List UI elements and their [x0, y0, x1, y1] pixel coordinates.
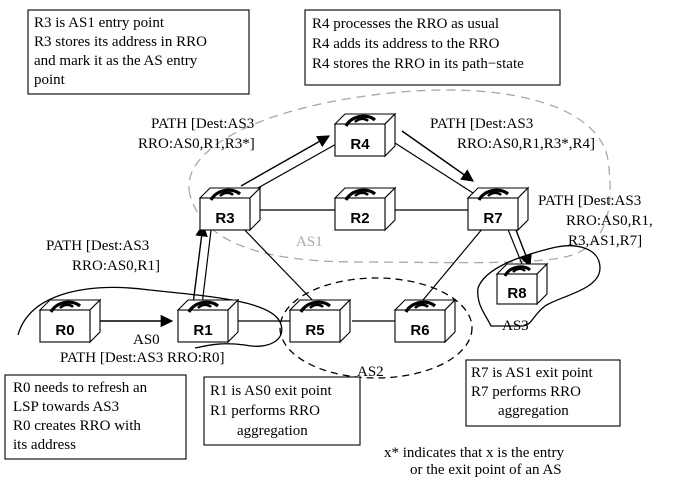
- router-label-r0: R0: [55, 322, 74, 339]
- svg-text:R1 is AS0 exit point: R1 is AS0 exit point: [210, 383, 333, 399]
- router-symbol-icon: [299, 300, 332, 313]
- as1-label: AS1: [296, 234, 323, 250]
- path-label-r1-to-r3: PATH [Dest:AS3 RRO:AS0,R1]: [46, 238, 160, 274]
- svg-text:and mark it as the AS entry: and mark it as the AS entry: [34, 53, 198, 69]
- path-label-r4-to-r7: PATH [Dest:AS3 RRO:AS0,R1,R3*,R4]: [430, 116, 595, 152]
- router-label-r1: R1: [193, 322, 212, 339]
- as3-boundary: [477, 245, 601, 327]
- note-r0-refresh: R0 needs to refresh an LSP towards AS3 R…: [4, 374, 187, 460]
- svg-text:x* indicates that x is the ent: x* indicates that x is the entry: [384, 445, 564, 461]
- router-symbol-icon: [344, 188, 377, 201]
- router-label-r8: R8: [507, 285, 526, 302]
- router-r4[interactable]: R4: [333, 112, 397, 158]
- svg-text:PATH [Dest:AS3: PATH [Dest:AS3: [151, 116, 254, 132]
- router-symbol-icon: [344, 114, 377, 127]
- svg-text:point: point: [34, 72, 66, 88]
- path-label-r7-to-r8: PATH [Dest:AS3 RRO:AS0,R1, R3,AS1,R7]: [538, 193, 653, 249]
- svg-text:PATH [Dest:AS3: PATH [Dest:AS3: [538, 193, 641, 209]
- router-label-r6: R6: [410, 322, 429, 339]
- router-r6[interactable]: R6: [393, 298, 457, 344]
- svg-text:RRO:AS0,R1,R3*,R4]: RRO:AS0,R1,R3*,R4]: [457, 136, 595, 152]
- router-label-r3: R3: [215, 210, 234, 227]
- path-label-r3-to-r4: PATH [Dest:AS3 RRO:AS0,R1,R3*]: [138, 116, 255, 152]
- footnote: x* indicates that x is the entry or the …: [384, 445, 564, 478]
- router-r5[interactable]: R5: [288, 298, 352, 344]
- svg-text:R1 performs RRO: R1 performs RRO: [210, 403, 320, 419]
- router-r7[interactable]: R7: [466, 186, 530, 232]
- links: [201, 142, 523, 322]
- as2-boundary: [279, 277, 473, 379]
- svg-text:RRO:AS0,R1,R3*]: RRO:AS0,R1,R3*]: [138, 136, 255, 152]
- svg-text:its address: its address: [13, 437, 76, 453]
- as2-label: AS2: [357, 364, 384, 380]
- router-label-r7: R7: [483, 210, 502, 227]
- router-symbol-icon: [49, 300, 82, 313]
- router-r8[interactable]: R8: [495, 262, 549, 306]
- svg-text:aggregation: aggregation: [237, 423, 308, 439]
- svg-text:R7 is AS1 exit point: R7 is AS1 exit point: [471, 365, 594, 381]
- router-symbol-icon: [209, 188, 242, 201]
- svg-text:R3 is AS1 entry point: R3 is AS1 entry point: [34, 15, 165, 31]
- svg-text:R4 stores the RRO in its path−: R4 stores the RRO in its path−state: [312, 56, 524, 72]
- svg-text:LSP towards AS3: LSP towards AS3: [13, 399, 119, 415]
- svg-text:R0 creates RRO with: R0 creates RRO with: [13, 418, 141, 434]
- note-r1-exit-point: R1 is AS0 exit point R1 performs RRO agg…: [203, 376, 361, 446]
- router-r3[interactable]: R3: [198, 186, 262, 232]
- router-symbol-icon: [404, 300, 437, 313]
- router-r2[interactable]: R2: [333, 186, 397, 232]
- note-r4-processing: R4 processes the RRO as usual R4 adds it…: [304, 9, 561, 86]
- svg-text:PATH [Dest:AS3: PATH [Dest:AS3: [46, 238, 149, 254]
- path-label-r0-to-r1: PATH [Dest:AS3 RRO:R0]: [60, 350, 224, 366]
- router-label-r4: R4: [350, 136, 370, 153]
- router-label-r2: R2: [350, 210, 369, 227]
- svg-text:R0 needs to refresh an: R0 needs to refresh an: [13, 380, 148, 396]
- svg-text:RRO:AS0,R1]: RRO:AS0,R1]: [72, 258, 160, 274]
- svg-text:R7 performs RRO: R7 performs RRO: [471, 384, 581, 400]
- svg-text:PATH [Dest:AS3: PATH [Dest:AS3: [430, 116, 533, 132]
- as1-boundary: [188, 89, 611, 264]
- router-label-r5: R5: [305, 322, 324, 339]
- router-symbol-icon: [503, 265, 531, 277]
- note-r7-exit-point: R7 is AS1 exit point R7 performs RRO agg…: [465, 359, 621, 427]
- svg-text:R3 stores its address in RRO: R3 stores its address in RRO: [34, 34, 207, 50]
- svg-text:RRO:AS0,R1,: RRO:AS0,R1,: [566, 213, 653, 229]
- svg-text:R4 processes the RRO as usual: R4 processes the RRO as usual: [312, 16, 499, 32]
- router-symbol-icon: [187, 300, 220, 313]
- svg-text:aggregation: aggregation: [498, 403, 569, 419]
- router-symbol-icon: [477, 188, 510, 201]
- as3-label: AS3: [502, 318, 529, 334]
- as0-boundary: [17, 286, 283, 349]
- svg-text:R3,AS1,R7]: R3,AS1,R7]: [568, 233, 642, 249]
- router-r1[interactable]: R1: [176, 298, 240, 344]
- note-r3-entry-point: R3 is AS1 entry point R3 stores its addr…: [27, 9, 250, 95]
- as0-label: AS0: [133, 332, 160, 348]
- svg-text:R4 adds its address to the RRO: R4 adds its address to the RRO: [312, 36, 500, 52]
- svg-text:or the exit point of an AS: or the exit point of an AS: [410, 462, 562, 478]
- path-arrows: [100, 130, 532, 328]
- router-r0[interactable]: R0: [38, 298, 102, 344]
